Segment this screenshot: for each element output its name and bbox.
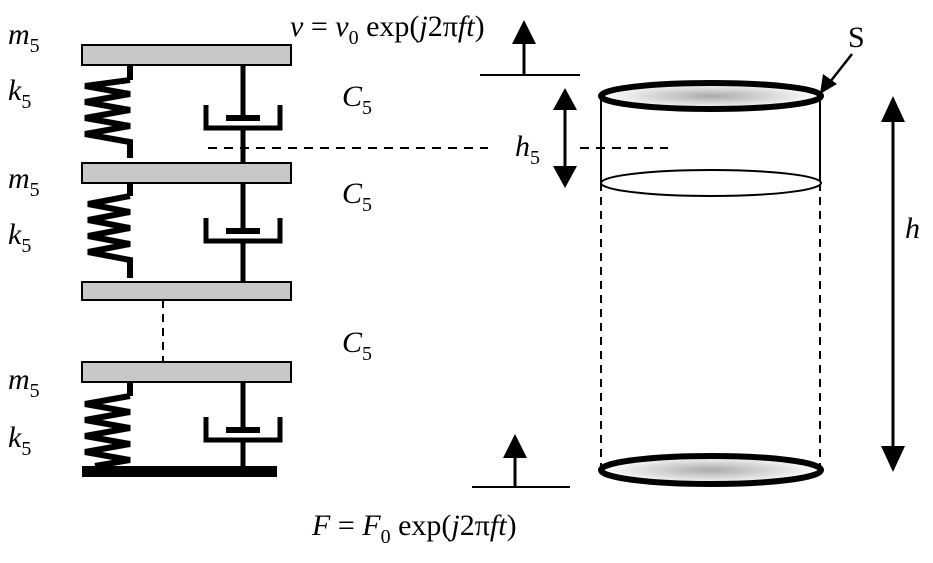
surface-pointer-arrow: [820, 53, 853, 94]
cylinder: [598, 80, 824, 487]
spring-3: [84, 382, 133, 469]
gap-arrow: [553, 88, 577, 188]
spring-1: [84, 65, 133, 158]
surface-label: S: [848, 21, 865, 54]
spring-label-1: k5: [8, 74, 31, 113]
mass-label-3: m5: [8, 363, 40, 402]
spring-label-2: k5: [8, 218, 31, 257]
spring-label-3: k5: [8, 421, 31, 460]
height-label: h: [905, 212, 920, 245]
cylinder-layer-surface: [600, 169, 822, 197]
cylinder-bottom-surface: [598, 453, 824, 487]
cylinder-top-surface: [598, 80, 824, 112]
velocity-arrow: [480, 20, 580, 76]
mass-plate-3: [81, 281, 292, 301]
height-arrow: [881, 96, 905, 472]
damper-2: [203, 183, 283, 282]
mass-label-1: m5: [8, 18, 40, 57]
spring-2: [87, 183, 133, 278]
damper-label-3: C5: [342, 326, 372, 365]
mass-plate-top: [81, 44, 292, 66]
mass-label-2: m5: [8, 162, 40, 201]
force-formula: F = F0 exp(j2πft): [311, 509, 517, 548]
damper-label-1: C5: [342, 80, 372, 119]
mass-plate-4: [81, 361, 292, 383]
force-arrow: [472, 434, 570, 488]
velocity-formula: v = v0 exp(j2πft): [290, 10, 485, 49]
damper-label-2: C5: [342, 177, 372, 216]
damper-1: [203, 65, 283, 163]
damper-3: [203, 382, 283, 466]
gap-label: h5: [515, 130, 540, 169]
ground-base: [82, 466, 277, 477]
mass-plate-2: [81, 162, 292, 184]
